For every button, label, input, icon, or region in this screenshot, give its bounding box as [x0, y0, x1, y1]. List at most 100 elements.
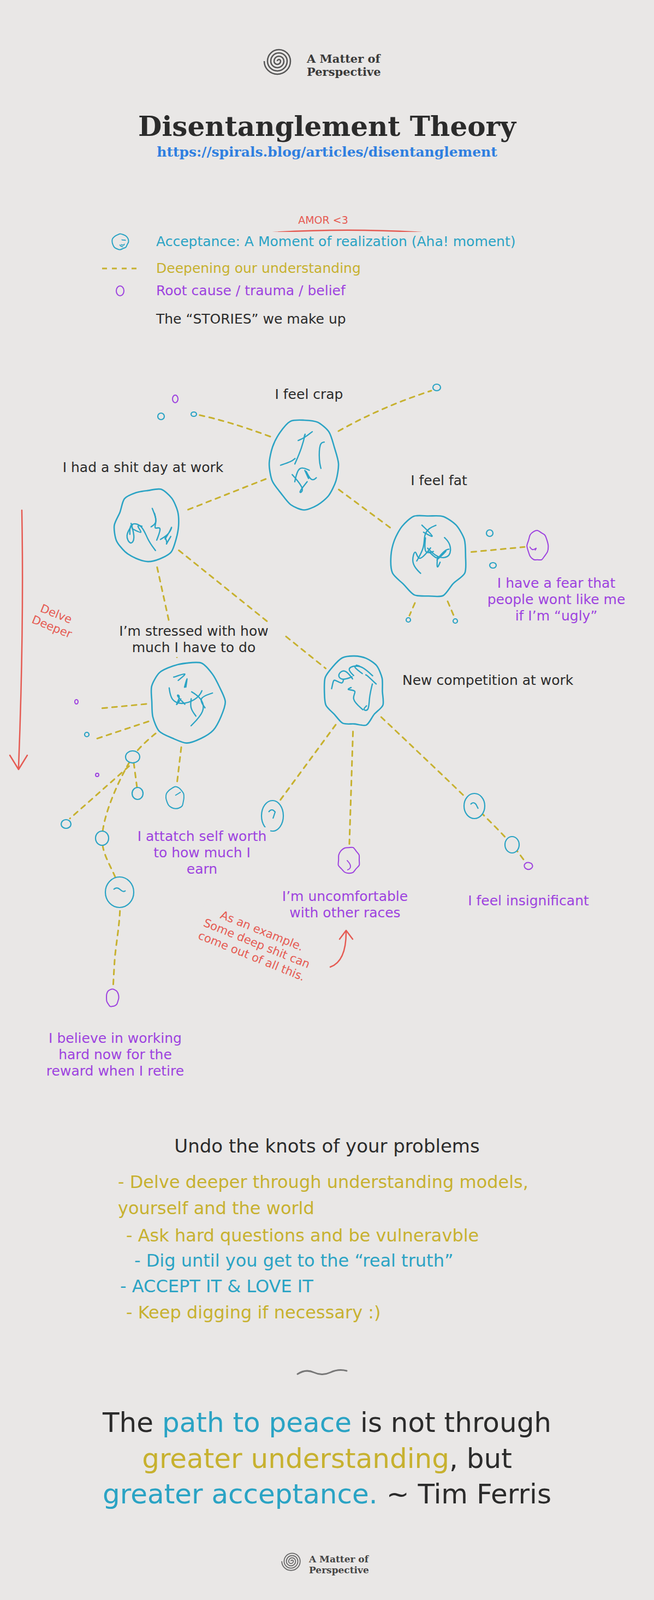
legend-sample	[92, 281, 148, 301]
blob-scribble	[292, 474, 307, 493]
legend-row: Acceptance: A Moment of realization (Aha…	[92, 232, 617, 252]
blob-outline	[390, 515, 466, 597]
blob-outline	[114, 489, 179, 562]
root-cause-label: I have a fear that people wont like me i…	[482, 574, 631, 626]
root-cause-circle: I feel insignificant	[522, 860, 535, 872]
quote-line: greater understanding, but	[0, 1441, 654, 1478]
delve-arrow	[18, 510, 23, 768]
dashed-stub	[279, 724, 336, 802]
blob-scribble	[120, 245, 123, 247]
dashed-stub	[338, 390, 432, 432]
root-cause-circle: I believe in working hard now for the re…	[104, 987, 121, 1010]
blob-scribble	[348, 687, 364, 711]
legend-text: Acceptance: A Moment of realization (Aha…	[152, 232, 520, 252]
blob-scribble	[175, 792, 181, 796]
root-cause-label: I feel insignificant	[464, 892, 593, 911]
blob-scribble	[530, 547, 537, 551]
legend-sample	[92, 258, 148, 279]
blob-shape	[265, 415, 343, 513]
blob-scribble	[427, 537, 451, 558]
blob-scribble	[294, 468, 310, 483]
legend-text: Root cause / trauma / belief	[152, 281, 349, 301]
blob-outline	[111, 234, 129, 251]
dashed-connector	[176, 747, 182, 785]
dashed-connector	[381, 717, 525, 862]
logo-spiral-path	[281, 1553, 301, 1572]
blob-scribble	[298, 431, 313, 441]
legend-dot	[116, 286, 124, 296]
story-blob: I had a shit day at work	[111, 484, 184, 567]
root-cause-label: I’m uncomfortable with other races	[268, 887, 422, 923]
list-item: - Dig until you get to the “real truth”	[131, 1246, 457, 1276]
quote-line: Thepath to peaceis not through	[0, 1405, 654, 1442]
story-blob: I feel crap	[265, 415, 343, 513]
story-blob: I feel fat	[387, 510, 470, 603]
wavy-divider	[297, 1370, 347, 1376]
story-blob: New competition at work	[320, 653, 388, 730]
logo-text: A Matter of Perspective	[305, 1553, 383, 1578]
legend-row: Deepening our understanding	[92, 258, 617, 279]
blob-scribble	[349, 666, 373, 676]
blob-outline	[338, 847, 360, 875]
blob-outline	[151, 662, 226, 744]
blob-scribble	[304, 470, 317, 480]
small-circle	[486, 530, 493, 537]
small-circle	[453, 619, 458, 624]
small-circle	[84, 732, 89, 737]
legend-dash	[102, 268, 138, 270]
small-circle	[504, 836, 520, 854]
small-circle	[432, 384, 441, 391]
story-label: I’m stressed with how much I have to do	[103, 622, 284, 658]
example-arrow	[330, 932, 347, 968]
quote-line: greater acceptance.~ Tim Ferris	[0, 1476, 654, 1513]
dashed-stub	[133, 763, 138, 788]
blob-shape	[111, 484, 184, 567]
dashed-connector	[338, 489, 393, 530]
root-cause-label: I attatch self worth to how much I earn	[133, 827, 271, 879]
circle-shape	[522, 860, 535, 872]
blob-scribble	[365, 675, 377, 685]
dashed-stub	[447, 601, 455, 617]
list-item: - ACCEPT IT & LOVE IT	[116, 1272, 317, 1301]
list-item: - Delve deeper through understanding mod…	[114, 1168, 535, 1223]
blob-scribble	[347, 860, 351, 871]
blob-scribble	[331, 679, 344, 689]
dashed-stub	[197, 414, 271, 437]
legend-row: The “STORIES” we make up	[92, 309, 617, 330]
blob-scribble	[412, 548, 431, 574]
legend-blob	[111, 234, 129, 251]
blob-outline	[106, 989, 119, 1008]
dashed-stub	[92, 721, 149, 741]
dashed-stubs	[69, 390, 455, 819]
blob-outline	[324, 656, 384, 726]
dashed-stub	[101, 704, 147, 709]
dashed-connector	[183, 479, 266, 512]
blob-scribble	[294, 434, 306, 465]
circle-squiggle	[470, 803, 479, 810]
logo-spiral	[281, 1553, 301, 1572]
small-circle	[464, 793, 485, 819]
blob-scribble	[364, 684, 373, 711]
blob-scribble	[354, 665, 363, 674]
link-url: https://spirals.blog/articles/disentangl…	[153, 143, 501, 162]
legend-text: The “STORIES” we make up	[152, 309, 350, 330]
quote-text: ~ Tim Ferris	[386, 1478, 552, 1511]
circle-shape	[104, 987, 121, 1010]
story-label: I feel fat	[407, 471, 471, 491]
logo-text: A Matter of Perspective	[303, 51, 386, 80]
blob-scribble	[436, 549, 449, 561]
blob-shape	[145, 658, 228, 746]
circle-squiggle	[113, 888, 126, 893]
blob-scribble	[184, 679, 188, 688]
small-circle	[489, 562, 497, 569]
blob-scribble	[121, 244, 124, 246]
blob-scribble	[129, 524, 156, 551]
blob-scribble	[424, 538, 434, 554]
small-circle	[95, 831, 109, 846]
small-circle	[105, 877, 134, 908]
list-item: - Ask hard questions and be vulneravble	[122, 1221, 483, 1251]
dashed-stub	[409, 603, 415, 616]
circle-shape	[163, 785, 187, 812]
story-label: New competition at work	[399, 671, 577, 691]
blob-scribble	[173, 674, 186, 681]
